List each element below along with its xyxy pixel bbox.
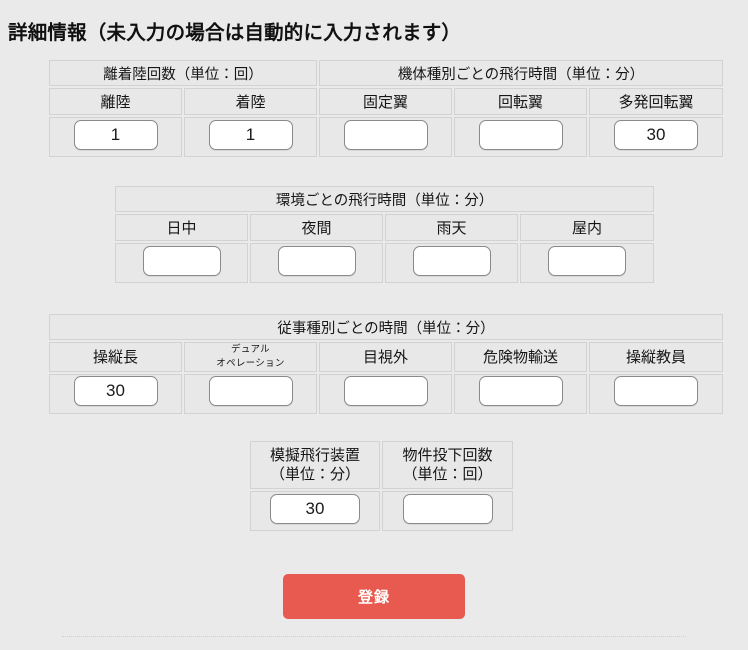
cell-multi-rotor: 30 <box>589 117 723 157</box>
cell-pilot-in-command: 30 <box>49 373 182 414</box>
table-group-header-row: 従事種別ごとの時間（単位：分） <box>49 314 724 340</box>
cell-flight-simulator: 30 <box>250 491 380 531</box>
input-dual-operation-time[interactable] <box>208 376 293 407</box>
group-header-airframe-flight-time: 機体種別ごとの飛行時間（単位：分） <box>319 60 723 86</box>
table-input-row <box>115 243 655 283</box>
group-header-duty-type-time: 従事種別ごとの時間（単位：分） <box>49 314 724 340</box>
cell-landing: 1 <box>184 117 317 157</box>
column-header-flight-simulator-line1: 模擬飛行装置 <box>269 446 360 464</box>
column-header-object-drop-count-line2: （単位：回） <box>402 466 493 483</box>
input-object-drop-count[interactable] <box>402 493 493 524</box>
column-header-indoor: 屋内 <box>520 214 655 241</box>
cell-object-drop-count <box>382 491 513 531</box>
column-header-landing: 着陸 <box>184 88 317 115</box>
cell-fixed-wing <box>319 117 452 157</box>
input-multi-rotor-time[interactable]: 30 <box>614 119 698 150</box>
column-header-beyond-visual-line-of-sight: 目視外 <box>319 342 452 372</box>
input-pilot-in-command-time[interactable]: 30 <box>73 376 158 407</box>
cell-rain <box>385 243 518 283</box>
cell-dual-operation <box>184 373 317 414</box>
group-header-environment-flight-time: 環境ごとの飛行時間（単位：分） <box>115 186 655 212</box>
column-header-night: 夜間 <box>250 214 383 241</box>
table-group-header-row: 環境ごとの飛行時間（単位：分） <box>115 186 655 212</box>
input-flight-instructor-time[interactable] <box>614 376 699 407</box>
cell-flight-instructor <box>589 373 724 414</box>
column-header-takeoff: 離陸 <box>49 88 182 115</box>
bottom-divider <box>62 636 686 637</box>
column-header-dual-operation-line1: デュアル <box>231 344 270 355</box>
table-column-header-row: 模擬飛行装置 （単位：分） 物件投下回数 （単位：回） <box>250 441 513 489</box>
input-takeoff-count[interactable]: 1 <box>73 119 158 150</box>
table-input-row: 1 1 30 <box>49 117 723 157</box>
input-daytime-time[interactable] <box>142 245 221 276</box>
cell-daytime <box>115 243 248 283</box>
column-header-dual-operation-line2: オペレーション <box>216 357 285 369</box>
cell-rotary-wing <box>454 117 587 157</box>
column-header-multi-rotor: 多発回転翼 <box>589 88 723 115</box>
input-night-time[interactable] <box>277 245 356 276</box>
column-header-fixed-wing: 固定翼 <box>319 88 452 115</box>
input-flight-simulator-time[interactable]: 30 <box>270 493 360 524</box>
group-header-landing-count: 離着陸回数（単位：回） <box>49 60 317 86</box>
column-header-dual-operation: デュアル オペレーション <box>184 342 317 372</box>
cell-night <box>250 243 383 283</box>
cell-takeoff: 1 <box>49 117 182 157</box>
column-header-flight-simulator-line2: （単位：分） <box>269 466 360 483</box>
cell-indoor <box>520 243 655 283</box>
simulator-and-drop-table: 模擬飛行装置 （単位：分） 物件投下回数 （単位：回） 30 <box>248 439 515 533</box>
landing-and-airframe-table: 離着陸回数（単位：回） 機体種別ごとの飛行時間（単位：分） 離陸 着陸 固定翼 … <box>47 58 725 159</box>
table-column-header-row: 日中 夜間 雨天 屋内 <box>115 214 655 241</box>
cell-dangerous-goods-transport <box>454 373 587 414</box>
table-input-row: 30 <box>250 491 513 531</box>
input-rain-time[interactable] <box>412 245 491 276</box>
column-header-rain: 雨天 <box>385 214 518 241</box>
input-fixed-wing-time[interactable] <box>343 119 428 150</box>
input-dangerous-goods-transport-time[interactable] <box>478 376 563 407</box>
table-group-header-row: 離着陸回数（単位：回） 機体種別ごとの飛行時間（単位：分） <box>49 60 723 86</box>
column-header-rotary-wing: 回転翼 <box>454 88 587 115</box>
column-header-object-drop-count-line1: 物件投下回数 <box>402 446 493 464</box>
input-rotary-wing-time[interactable] <box>478 119 563 150</box>
column-header-flight-simulator: 模擬飛行装置 （単位：分） <box>250 441 380 489</box>
table-input-row: 30 <box>49 373 724 414</box>
page-title: 詳細情報（未入力の場合は自動的に入力されます） <box>8 22 462 44</box>
column-header-daytime: 日中 <box>115 214 248 241</box>
input-indoor-time[interactable] <box>548 245 627 276</box>
column-header-flight-instructor: 操縦教員 <box>589 342 724 372</box>
input-beyond-visual-line-of-sight-time[interactable] <box>343 376 428 407</box>
column-header-pilot-in-command: 操縦長 <box>49 342 182 372</box>
table-column-header-row: 操縦長 デュアル オペレーション 目視外 危険物輸送 操縦教員 <box>49 342 724 372</box>
register-button[interactable]: 登録 <box>283 574 465 619</box>
table-column-header-row: 離陸 着陸 固定翼 回転翼 多発回転翼 <box>49 88 723 115</box>
cell-beyond-visual-line-of-sight <box>319 373 452 414</box>
submit-button-container: 登録 <box>0 574 748 619</box>
input-landing-count[interactable]: 1 <box>208 119 293 150</box>
column-header-dangerous-goods-transport: 危険物輸送 <box>454 342 587 372</box>
column-header-object-drop-count: 物件投下回数 （単位：回） <box>382 441 513 489</box>
environment-flight-time-table: 環境ごとの飛行時間（単位：分） 日中 夜間 雨天 屋内 <box>113 184 656 285</box>
duty-type-time-table: 従事種別ごとの時間（単位：分） 操縦長 デュアル オペレーション 目視外 危険物… <box>47 312 725 416</box>
